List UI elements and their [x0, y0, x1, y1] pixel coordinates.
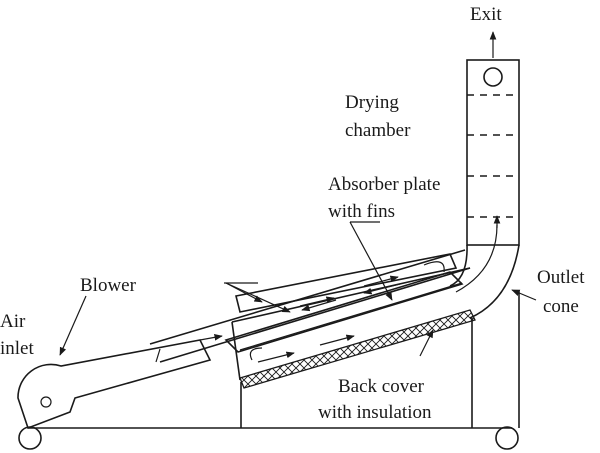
label-drying-chamber-1: Drying — [345, 92, 399, 113]
label-absorber-1: Absorber plate — [328, 174, 440, 195]
blower-housing — [17, 339, 212, 430]
support-legs — [240, 290, 520, 428]
label-exit: Exit — [470, 4, 502, 25]
label-back-cover-1: Back cover — [338, 376, 425, 397]
label-blower: Blower — [80, 275, 137, 296]
label-drying-chamber-2: chamber — [345, 120, 411, 141]
label-outlet-2: cone — [543, 296, 579, 317]
base-frame — [18, 426, 519, 450]
label-absorber-2: with fins — [328, 201, 395, 222]
drying-chamber — [466, 59, 520, 246]
outlet-cone — [449, 224, 520, 319]
collector-duct — [149, 249, 471, 363]
left-wheel — [18, 426, 42, 450]
absorber-box — [224, 253, 464, 353]
label-air-inlet-2: inlet — [0, 338, 34, 359]
label-outlet-1: Outlet — [537, 267, 585, 288]
flow-arrows — [199, 31, 501, 363]
label-air-inlet-1: Air — [0, 311, 26, 332]
leader-lines — [59, 221, 537, 363]
labels: Exit Drying chamber Absorber plate with … — [0, 4, 585, 423]
label-back-cover-2: with insulation — [318, 402, 432, 423]
exit-vent — [483, 67, 503, 87]
blower-fan — [40, 396, 52, 408]
right-wheel — [495, 426, 519, 450]
back-insulation — [231, 267, 476, 389]
